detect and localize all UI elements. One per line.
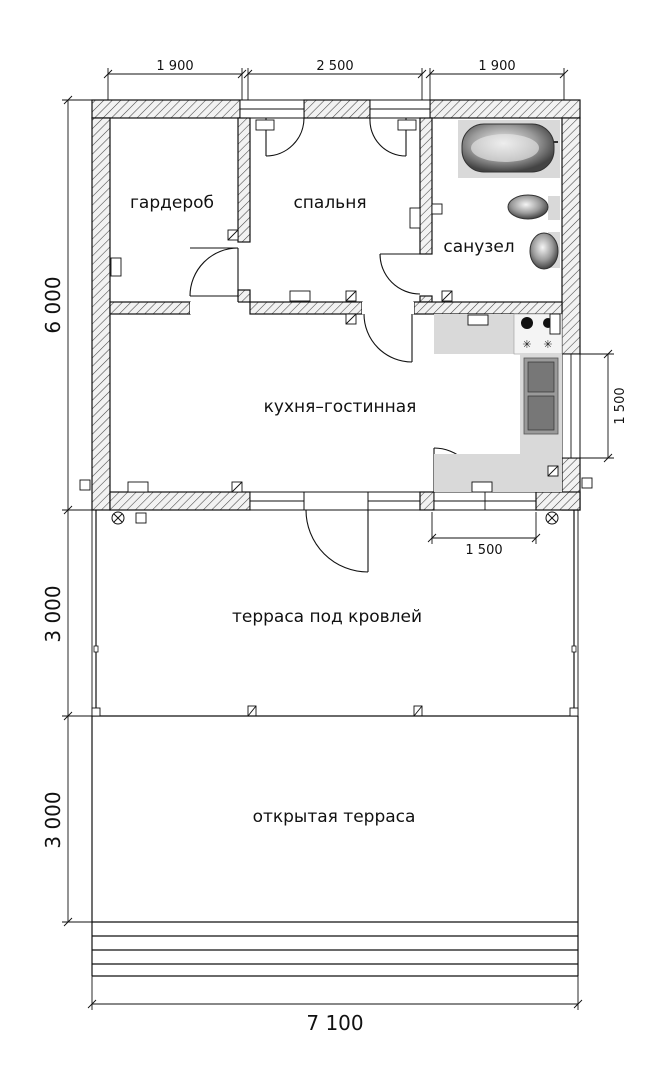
label-kitchen-living: кухня–гостинная [264,397,417,417]
dimension-lines [62,68,614,1010]
walls [91,99,581,511]
svg-text:✳: ✳ [522,338,531,351]
label-bedroom: спальня [293,193,366,213]
label-wardrobe: гардероб [130,193,214,213]
dim-right-window: 1 500 [613,387,628,424]
dim-left-house: 6 000 [41,276,65,333]
dim-top-left: 1 900 [156,59,193,74]
dim-left-open: 3 000 [41,791,65,848]
label-bathroom: санузел [443,237,514,257]
dim-top-right: 1 900 [478,59,515,74]
svg-text:✳: ✳ [543,338,552,351]
label-open-terrace: открытая терраса [253,807,416,827]
dim-top-mid: 2 500 [316,59,353,74]
dim-bottom-total: 7 100 [306,1011,363,1035]
dim-left-covered: 3 000 [41,585,65,642]
dim-bottom-window: 1 500 [465,543,502,558]
terraces [91,510,579,977]
label-covered-terrace: терраса под кровлей [232,607,422,627]
